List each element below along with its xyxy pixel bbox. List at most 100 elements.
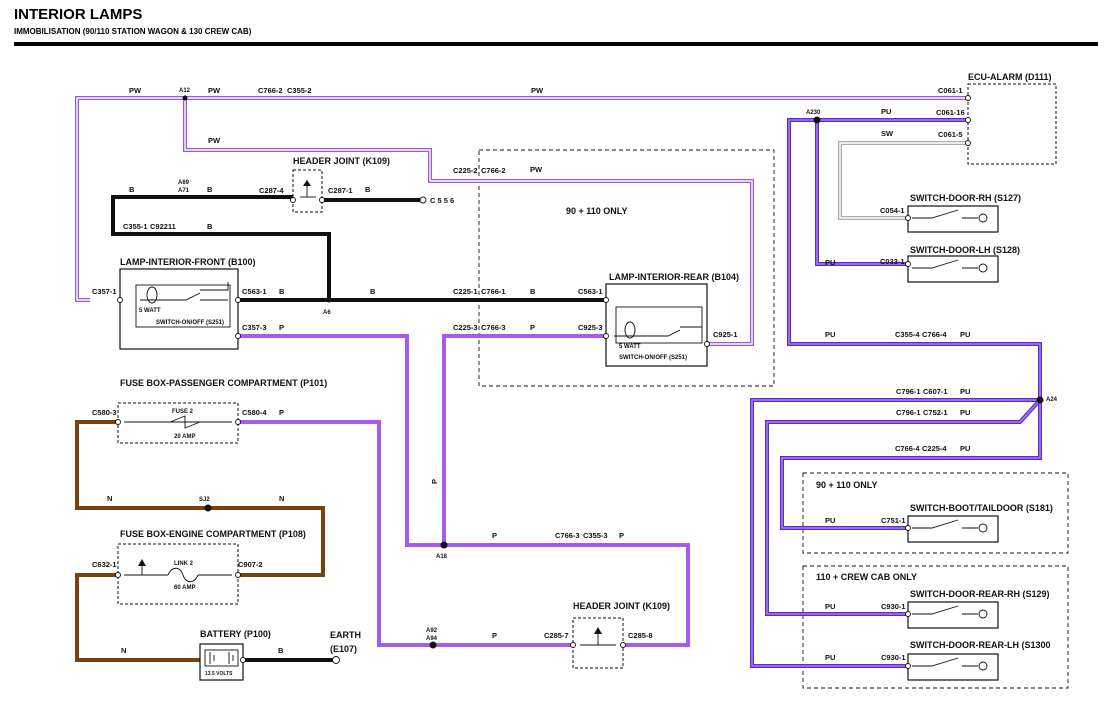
earth-e107: EARTH (E107) <box>330 630 361 664</box>
fuse-box-passenger: FUSE BOX-PASSENGER COMPARTMENT (P101) FU… <box>115 378 327 444</box>
header-joint-bottom: HEADER JOINT (K109) <box>570 601 670 669</box>
conn-c061-5: C061-5 <box>938 130 963 139</box>
wire-label-pw: PW <box>129 86 142 95</box>
conn-c357-1: C357-1 <box>92 287 117 296</box>
wire-label-p: P <box>279 408 284 417</box>
wire-label-n: N <box>279 494 284 503</box>
lamp-front-watt: 5 WATT <box>139 308 161 314</box>
conn-c92211: C92211 <box>150 222 176 231</box>
splice-a24: A24 <box>1046 397 1058 403</box>
page-title: INTERIOR LAMPS <box>14 6 143 23</box>
wire-label-p: P <box>492 531 497 540</box>
wire-label-pu: PU <box>881 107 891 116</box>
conn-c796-1-b: C796-1 <box>896 408 921 417</box>
conn-c766-2-top: C766-2 <box>258 86 283 95</box>
link-2-label: LINK 2 <box>174 561 194 567</box>
link-2-amp: 60 AMP <box>174 585 195 591</box>
wire-label-p: P <box>619 531 624 540</box>
connector-labels: C766-2 C355-2 C061-1 C061-16 C061-5 C225… <box>92 86 965 662</box>
splice-a69: A69 <box>178 180 190 186</box>
conn-c033-1: C033-1 <box>880 257 905 266</box>
conn-c556: C 5 5 6 <box>430 196 454 205</box>
wire-label-b: B <box>279 287 285 296</box>
lamp-rear-title: LAMP-INTERIOR-REAR (B104) <box>609 272 739 282</box>
conn-c285-7: C285-7 <box>544 631 569 640</box>
conn-c580-3: C580-3 <box>92 408 117 417</box>
wire-sw <box>838 141 968 220</box>
splice-a6: A6 <box>323 310 331 316</box>
conn-c766-4-low: C766-4 <box>895 444 920 453</box>
lamp-front-switch: SWITCH-ON/OFF (S251) <box>156 320 224 326</box>
conn-c061-16: C061-16 <box>936 108 965 117</box>
wire-label-pw: PW <box>531 86 544 95</box>
conn-c225-2: C225-2 <box>453 166 478 175</box>
fuse-2-label: FUSE 2 <box>172 409 194 415</box>
switch-door-rear-rh-title: SWITCH-DOOR-REAR-RH (S129) <box>910 589 1050 599</box>
switch-door-rear-rh: SWITCH-DOOR-REAR-RH (S129) <box>905 589 1050 629</box>
wire-label-pu: PU <box>825 258 835 267</box>
conn-c796-1-a: C796-1 <box>896 387 921 396</box>
wire-label-b: B <box>207 185 213 194</box>
splice-a12: A12 <box>179 88 191 94</box>
wire-label-b: B <box>278 646 284 655</box>
header-joint-top: HEADER JOINT (K109) <box>290 156 390 213</box>
header-rule <box>14 42 1098 46</box>
wire-label-b: B <box>365 185 371 194</box>
conn-c357-3: C357-3 <box>242 323 267 332</box>
zone-90-110-top-label: 90 + 110 ONLY <box>566 206 627 216</box>
conn-c766-1: C766-1 <box>481 287 506 296</box>
wire-label-p: P <box>492 631 497 640</box>
splice-sj2: SJ2 <box>199 497 210 503</box>
switch-door-rh-title: SWITCH-DOOR-RH (S127) <box>910 193 1021 203</box>
conn-c054-1: C054-1 <box>880 206 905 215</box>
wire-label-pw: PW <box>208 86 221 95</box>
wire-label-pu: PU <box>960 408 970 417</box>
wire-label-b: B <box>207 222 213 231</box>
wire-pu <box>750 118 1042 668</box>
conn-c563-1-front: C563-1 <box>242 287 267 296</box>
conn-c355-1: C355-1 <box>123 222 148 231</box>
conn-c563-1-rear: C563-1 <box>578 287 603 296</box>
splice-a18: A18 <box>436 554 448 560</box>
wire-label-p: P <box>530 323 535 332</box>
wire-b <box>111 195 606 662</box>
wire-label-pu: PU <box>960 330 970 339</box>
wire-label-n: N <box>107 494 112 503</box>
conn-c907-2: C907-2 <box>238 560 263 569</box>
splice-labels: A12 A230 A69 A71 A6 A24 A18 A92 A94 SJ2 <box>178 88 1058 642</box>
conn-c752-1: C752-1 <box>923 408 948 417</box>
wire-label-pu: PU <box>825 516 835 525</box>
zone-110-crew <box>802 565 1069 689</box>
conn-c607-1: C607-1 <box>923 387 948 396</box>
conn-c225-1: C225-1 <box>453 287 478 296</box>
lamp-front-title: LAMP-INTERIOR-FRONT (B100) <box>120 257 256 267</box>
wire-label-pu: PU <box>960 387 970 396</box>
wire-label-n: N <box>121 646 126 655</box>
conn-c061-1: C061-1 <box>938 86 963 95</box>
wire-label-pw: PW <box>530 165 543 174</box>
earth-point-c556 <box>419 196 427 204</box>
zone-90-110-right <box>802 472 1069 554</box>
splice-a92: A92 <box>426 628 438 634</box>
conn-c751-1: C751-1 <box>881 516 906 525</box>
wire-label-pu: PU <box>825 653 835 662</box>
ecu-alarm: ECU-ALARM (D111) <box>965 72 1057 165</box>
wire-label-pu: PU <box>825 330 835 339</box>
zone-90-110-top <box>478 149 775 387</box>
lamp-interior-rear: LAMP-INTERIOR-REAR (B104) 5 WATT SWITCH-… <box>603 272 739 367</box>
wire-label-b: B <box>370 287 376 296</box>
conn-c287-4: C287-4 <box>259 186 284 195</box>
ecu-alarm-title: ECU-ALARM (D111) <box>968 72 1052 82</box>
conn-c766-3-mid: C766-3 <box>481 323 506 332</box>
wire-label-b: B <box>129 185 135 194</box>
conn-c580-4: C580-4 <box>242 408 267 417</box>
wire-pw <box>75 96 968 346</box>
wire-label-pw: PW <box>208 136 221 145</box>
splices <box>182 95 1044 649</box>
conn-c355-4: C355-4 <box>895 330 920 339</box>
conn-c925-3: C925-3 <box>578 323 603 332</box>
conn-c287-1: C287-1 <box>328 186 353 195</box>
conn-c225-3: C225-3 <box>453 323 478 332</box>
wire-labels: PW PW PW PW PW PU SW PU PU PU PU PU PU P… <box>107 86 970 662</box>
